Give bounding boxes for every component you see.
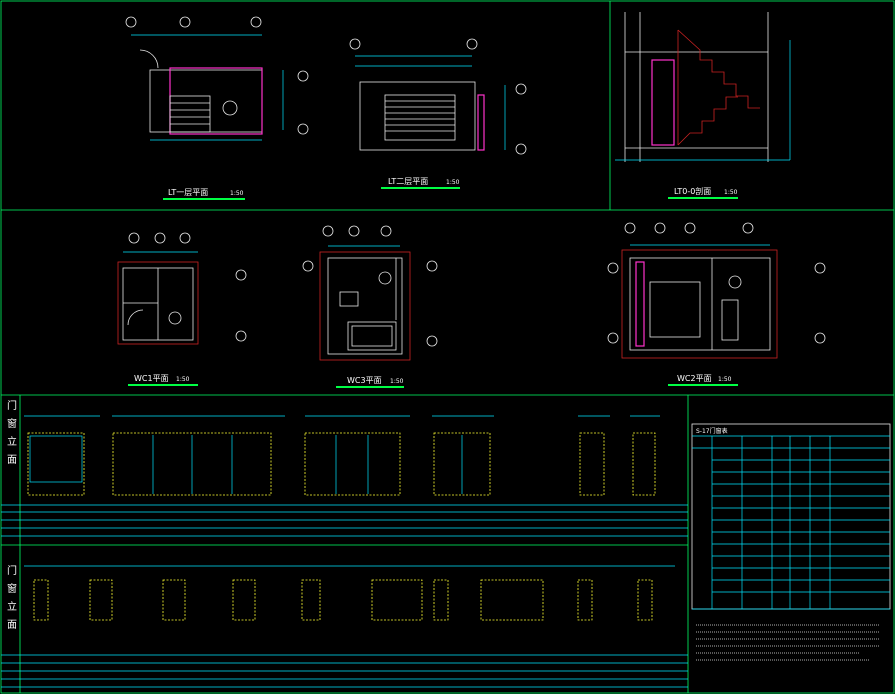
- wc1-title: WC1平面: [134, 374, 169, 383]
- wc3-scale: 1:50: [390, 378, 404, 385]
- door-window-schedule: S-17门窗表: [691, 423, 891, 610]
- lt2-scale: 1:50: [446, 179, 460, 186]
- section-labels: 门窗立面 门窗立面: [5, 399, 17, 637]
- door-elevations: [24, 565, 675, 621]
- door-elevation-label: 门窗立面: [5, 564, 17, 637]
- lt-section: LT0-0剖面 1:50: [615, 12, 791, 199]
- lt1-scale: 1:50: [230, 190, 244, 197]
- notes-block: [696, 624, 880, 661]
- wc2-title: WC2平面: [677, 374, 712, 383]
- wc3-title: WC3平面: [347, 376, 382, 385]
- window-elevation-label: 门窗立面: [5, 399, 17, 472]
- window-info-table: [1, 504, 688, 537]
- schedule-title: S-17门窗表: [696, 427, 728, 435]
- window-elevations: [24, 415, 660, 496]
- lt2-title: LT二层平面: [388, 177, 428, 186]
- lt1-title: LT一层平面: [168, 188, 208, 197]
- wc1-plan: WC1平面 1:50: [117, 232, 247, 386]
- wc3-plan: WC3平面 1:50: [302, 225, 438, 388]
- door-info-table: [1, 654, 688, 688]
- lt-section-scale: 1:50: [724, 189, 738, 196]
- wc2-plan: WC2平面 1:50: [607, 222, 826, 386]
- lt-floor2-plan: LT二层平面 1:50: [349, 38, 527, 189]
- lt-section-title: LT0-0剖面: [674, 186, 711, 196]
- wc1-scale: 1:50: [176, 376, 190, 383]
- lt-floor1-plan: LT一层平面 1:50: [125, 16, 309, 200]
- wc2-scale: 1:50: [718, 376, 732, 383]
